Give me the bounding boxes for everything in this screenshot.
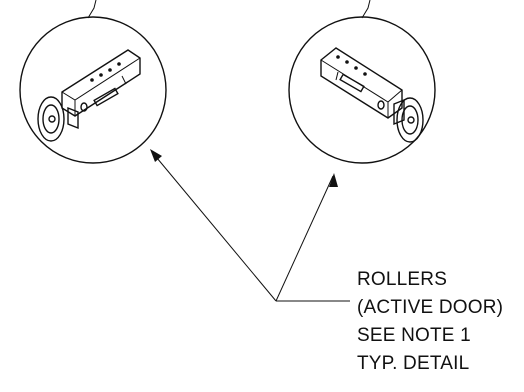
leader-lines bbox=[150, 149, 350, 302]
callout-line-1: ROLLERS bbox=[357, 269, 448, 290]
right-detail-stub bbox=[361, 0, 371, 19]
callout-line-2: (ACTIVE DOOR) bbox=[357, 297, 504, 318]
right-detail-circle bbox=[288, 16, 436, 164]
callout-line-4: TYP. DETAIL bbox=[357, 353, 470, 374]
callout-note: ROLLERS (ACTIVE DOOR) SEE NOTE 1 TYP. DE… bbox=[357, 266, 503, 378]
left-detail-view bbox=[19, 16, 167, 164]
left-detail-stub bbox=[87, 0, 97, 19]
left-detail-circle bbox=[19, 16, 167, 164]
right-detail-view bbox=[288, 16, 436, 164]
left-arrowhead bbox=[150, 149, 162, 162]
callout-line-3: SEE NOTE 1 bbox=[357, 325, 471, 346]
right-arrowhead bbox=[329, 173, 338, 187]
